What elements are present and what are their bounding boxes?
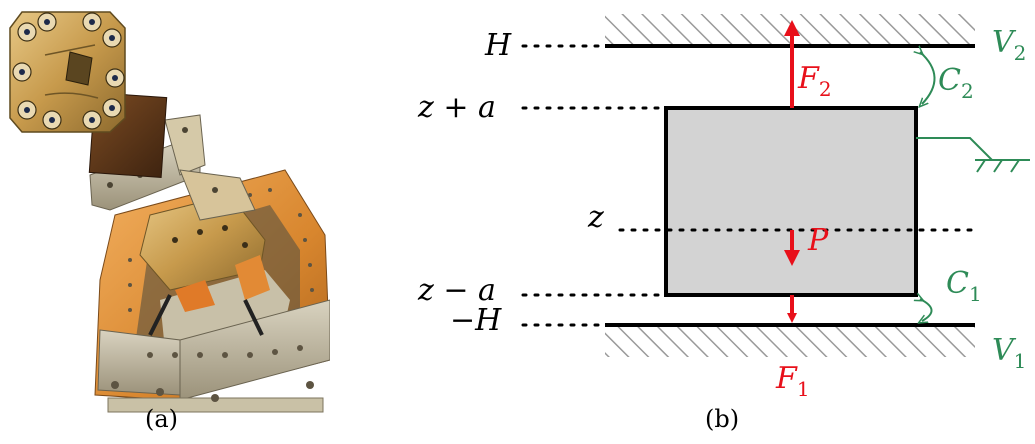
label-F2: F2 [797,61,832,101]
schematic-diagram: H z + a z z − a −H F2 P F1 C2 C1 [417,14,1030,433]
caption-a: (a) [145,405,178,433]
label-V1: V1 [992,333,1026,373]
bottom-electrode [605,323,975,357]
force-F1: F1 [775,295,810,401]
force-P: P [784,223,829,266]
label-F1: F1 [775,361,810,401]
panel-a: (a) [0,0,331,439]
photo-figure: (a) [9,11,331,433]
label-z-minus-a: z − a [417,273,496,308]
panel-b: H z + a z z − a −H F2 P F1 C2 C1 [330,0,1035,439]
label-z: z [587,200,604,235]
capacitance-C2: C2 [920,52,974,104]
caption-b: (b) [705,405,739,433]
label-V2: V2 [992,25,1026,65]
label-C2: C2 [938,63,974,103]
flexure-stage [139,194,270,336]
force-F2: F2 [784,20,832,108]
top-mass-block [9,11,126,133]
ground-symbol [916,137,1030,173]
label-H: H [484,28,512,63]
level-guides [521,44,982,327]
label-z-plus-a: z + a [417,90,496,125]
label-minus-H: −H [450,303,502,338]
label-C1: C1 [946,266,982,306]
proof-mass [664,106,918,297]
capacitance-C1: C1 [920,266,982,321]
label-P: P [807,223,829,258]
